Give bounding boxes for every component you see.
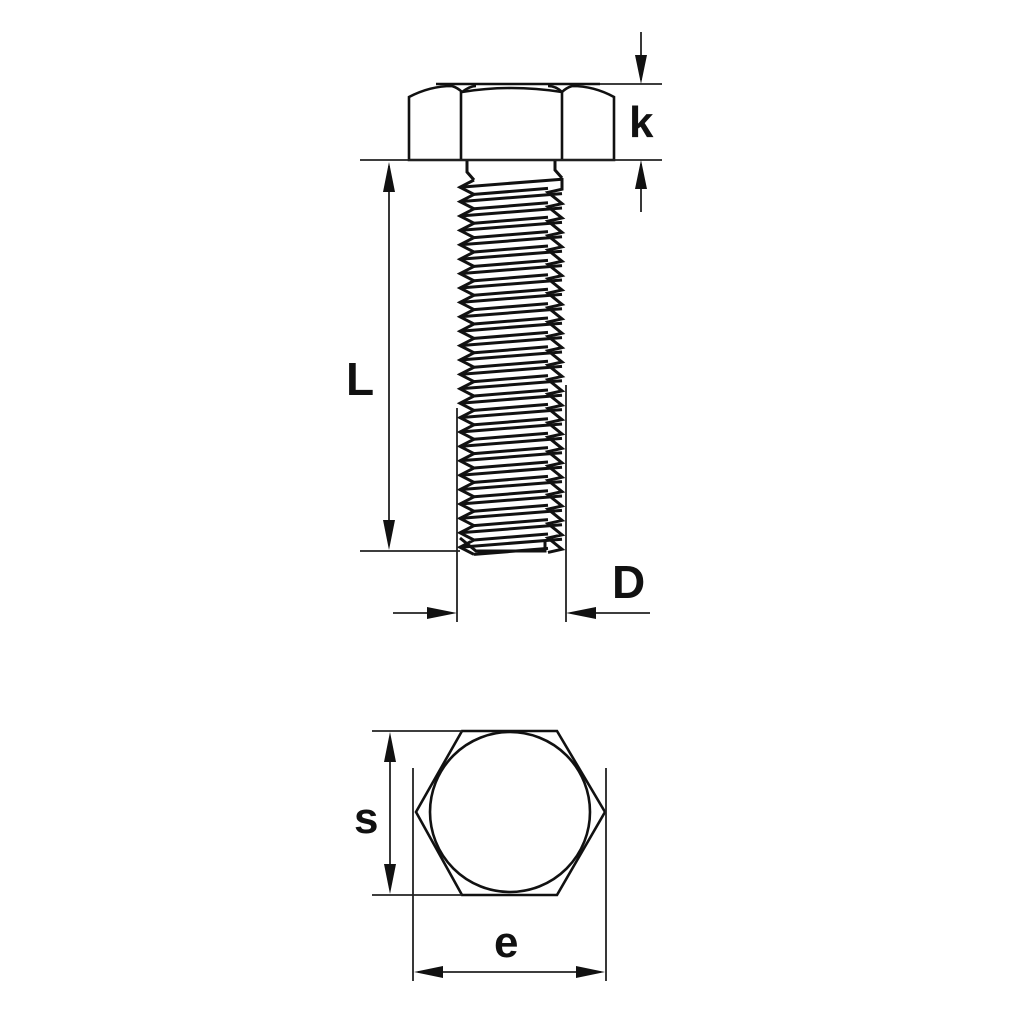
bolt-head <box>407 82 616 162</box>
label-D: D <box>612 556 645 608</box>
dimension-D: D <box>393 385 650 622</box>
label-e: e <box>494 918 518 967</box>
hexagon-outline <box>414 729 607 897</box>
arrow-right-icon <box>576 966 605 978</box>
bearing-circle <box>428 730 592 894</box>
arrow-down-icon <box>635 55 647 84</box>
arrow-up-icon <box>635 160 647 189</box>
arrow-down-icon <box>383 520 395 550</box>
dimension-k: k <box>360 32 662 212</box>
arrow-up-icon <box>383 162 395 192</box>
label-k: k <box>629 98 654 147</box>
dimension-L: L <box>346 162 460 552</box>
label-L: L <box>346 353 374 405</box>
bolt-thread <box>456 160 566 556</box>
arrow-down-icon <box>384 864 396 894</box>
dimension-s: s <box>354 730 462 896</box>
arrow-left-icon <box>414 966 443 978</box>
arrow-up-icon <box>384 732 396 762</box>
bolt-side-view: k L D <box>346 32 662 622</box>
dimension-e: e <box>412 768 607 981</box>
arrow-left-icon <box>566 607 596 619</box>
label-s: s <box>354 794 378 843</box>
bolt-top-view: s e <box>354 729 607 981</box>
arrow-right-icon <box>427 607 457 619</box>
